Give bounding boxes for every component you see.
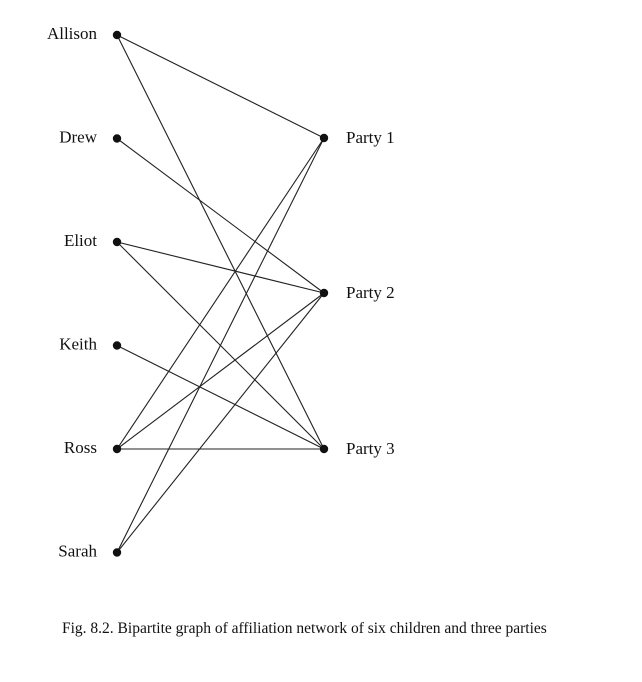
label-allison: Allison <box>47 24 98 43</box>
edge-sarah-party1 <box>116 137 325 553</box>
node-keith <box>112 341 122 350</box>
label-ross: Ross <box>64 438 97 457</box>
nodes-group <box>112 30 329 557</box>
label-party2: Party 2 <box>346 283 395 302</box>
edge-sarah-party2 <box>116 292 325 553</box>
edge-ross-party2 <box>116 292 325 450</box>
node-party1 <box>319 133 329 143</box>
edge-drew-party2 <box>116 138 325 294</box>
node-eliot <box>112 237 122 247</box>
node-ross <box>112 444 122 454</box>
node-party2 <box>319 288 329 298</box>
edge-allison-party3 <box>116 34 325 450</box>
edge-keith-party3 <box>116 345 325 450</box>
node-sarah <box>112 548 122 557</box>
label-sarah: Sarah <box>58 541 97 560</box>
label-keith: Keith <box>59 334 97 353</box>
edge-eliot-party2 <box>116 241 325 294</box>
node-allison <box>112 30 122 40</box>
label-party3: Party 3 <box>346 439 395 458</box>
label-eliot: Eliot <box>64 231 97 250</box>
figure-caption: Fig. 8.2. Bipartite graph of affiliation… <box>62 620 547 637</box>
edge-allison-party1 <box>116 34 325 139</box>
node-party3 <box>319 444 329 454</box>
edges-group <box>116 34 325 553</box>
node-drew <box>112 134 122 143</box>
edge-ross-party1 <box>116 137 325 450</box>
label-drew: Drew <box>59 127 97 146</box>
label-party1: Party 1 <box>346 128 395 147</box>
